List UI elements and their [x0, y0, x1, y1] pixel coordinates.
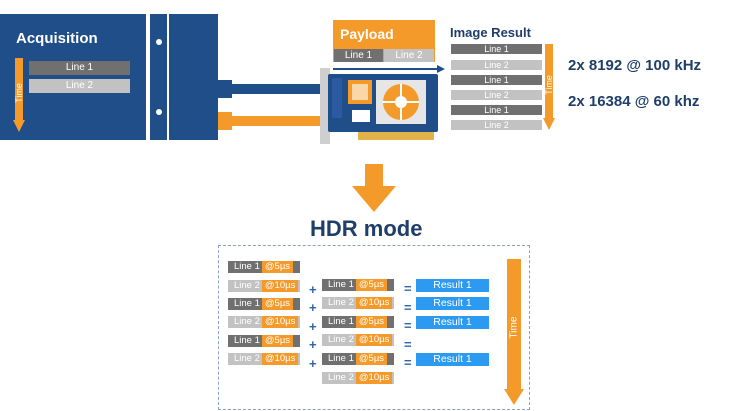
- payload-line-2: Line 2: [384, 49, 434, 62]
- acquisition-title: Acquisition: [16, 30, 98, 47]
- hdr-time-arrow-icon: [504, 259, 524, 405]
- image-result-time-arrow-icon: [543, 44, 555, 130]
- down-arrow-icon: [352, 164, 396, 212]
- image-result-line: Line 2: [451, 120, 542, 130]
- hdr-result: Result 1: [416, 279, 489, 292]
- acquisition-line-1: Line 1: [29, 61, 130, 75]
- hdr-left-line: Line 2@10µs: [228, 280, 300, 292]
- payload-arrow-icon: [333, 65, 445, 73]
- image-result-line: Line 1: [451, 105, 542, 115]
- equals-sign: =: [404, 318, 412, 333]
- hdr-time-label: Time: [508, 316, 520, 339]
- equals-sign: =: [404, 355, 412, 370]
- payload-title: Payload: [340, 26, 394, 42]
- hdr-left-line: Line 1@5µs: [228, 261, 300, 273]
- image-result-line: Line 2: [451, 60, 542, 70]
- camera-detail-icon: [156, 14, 169, 140]
- hdr-left-line: Line 1@5µs: [228, 298, 300, 310]
- hdr-right-line: Line 2@10µs: [322, 297, 394, 309]
- acquisition-panel: [0, 14, 146, 140]
- hdr-right-line: Line 1@5µs: [322, 353, 394, 365]
- hdr-right-line: Line 1@5µs: [322, 316, 394, 328]
- equals-sign: =: [404, 337, 412, 352]
- image-result-line: Line 1: [451, 75, 542, 85]
- hdr-left-line: Line 2@10µs: [228, 316, 300, 328]
- rate-label-1: 2x 8192 @ 100 kHz: [568, 57, 702, 74]
- acquisition-time-arrow-icon: [13, 58, 25, 132]
- plus-sign: +: [309, 337, 317, 352]
- cable-icon: [218, 80, 330, 130]
- hdr-right-line: Line 2@10µs: [322, 372, 394, 384]
- equals-sign: =: [404, 281, 412, 296]
- plus-sign: +: [309, 282, 317, 297]
- hdr-left-line: Line 2@10µs: [228, 353, 300, 365]
- hdr-result: Result 1: [416, 316, 489, 329]
- image-result-line: Line 1: [451, 44, 542, 54]
- hdr-left-line: Line 1@5µs: [228, 335, 300, 347]
- hdr-mode-title: HDR mode: [310, 216, 423, 241]
- image-result-line: Line 2: [451, 90, 542, 100]
- equals-sign: =: [404, 300, 412, 315]
- frame-grabber-card-icon: [320, 68, 438, 144]
- camera-body: [150, 14, 218, 140]
- hdr-result: Result 1: [416, 353, 489, 366]
- hdr-right-line: Line 1@5µs: [322, 279, 394, 291]
- hdr-result: Result 1: [416, 297, 489, 310]
- plus-sign: +: [309, 356, 317, 371]
- acquisition-time-label: Time: [14, 83, 24, 103]
- hdr-right-line: Line 2@10µs: [322, 334, 394, 346]
- plus-sign: +: [309, 300, 317, 315]
- hdr-frame: [218, 245, 530, 410]
- acquisition-line-2: Line 2: [29, 79, 130, 93]
- image-result-time-label: Time: [544, 75, 554, 95]
- payload-line-1: Line 1: [334, 49, 383, 62]
- image-result-title: Image Result: [450, 25, 531, 40]
- plus-sign: +: [309, 319, 317, 334]
- rate-label-2: 2x 16384 @ 60 khz: [568, 93, 700, 110]
